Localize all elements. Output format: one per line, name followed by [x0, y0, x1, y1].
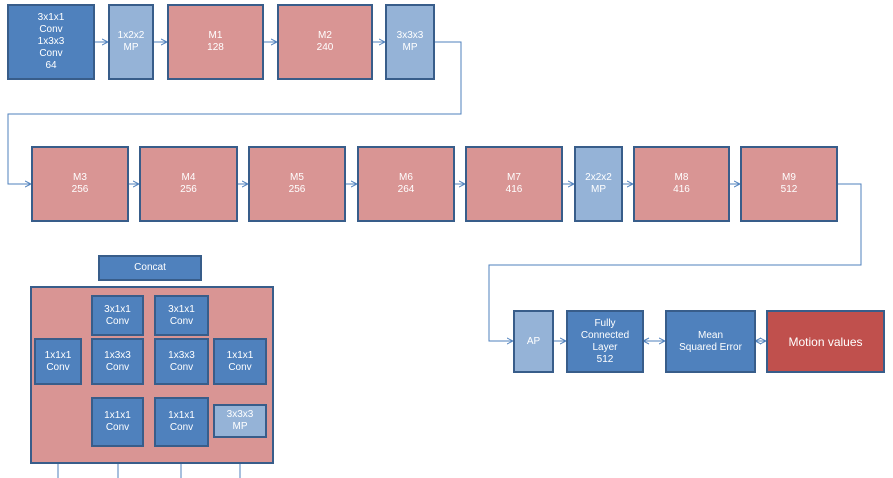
module-m3: M3 256	[31, 146, 129, 222]
concat-box: Concat	[98, 255, 202, 281]
average-pool: AP	[513, 310, 554, 373]
maxpool-2x2x2: 2x2x2 MP	[574, 146, 623, 222]
module-m4: M4 256	[139, 146, 238, 222]
mean-squared-error: Mean Squared Error	[665, 310, 756, 373]
module-m1: M1 128	[167, 4, 264, 80]
branch3-conv-3x1x1: 3x1x1 Conv	[154, 295, 209, 336]
conv-block-64: 3x1x1 Conv 1x3x3 Conv 64	[7, 4, 95, 80]
maxpool-1x2x2: 1x2x2 MP	[108, 4, 154, 80]
branch4-conv-1x1x1: 1x1x1 Conv	[213, 338, 267, 385]
branch3-conv-1x3x3: 1x3x3 Conv	[154, 338, 209, 385]
arrow-m9-ap	[488, 183, 862, 341]
fully-connected-layer: Fully Connected Layer 512	[566, 310, 644, 373]
arrow-mp2-m3	[7, 41, 462, 184]
branch3-conv-1x1x1: 1x1x1 Conv	[154, 397, 209, 447]
module-m9: M9 512	[740, 146, 838, 222]
module-m2: M2 240	[277, 4, 373, 80]
module-m8: M8 416	[633, 146, 730, 222]
branch2-conv-1x3x3: 1x3x3 Conv	[91, 338, 144, 385]
module-m5: M5 256	[248, 146, 346, 222]
branch1-conv-1x1x1: 1x1x1 Conv	[34, 338, 82, 385]
module-m7: M7 416	[465, 146, 563, 222]
maxpool-3x3x3: 3x3x3 MP	[385, 4, 435, 80]
motion-values: Motion values	[766, 310, 885, 373]
branch2-conv-1x1x1: 1x1x1 Conv	[91, 397, 144, 447]
branch2-conv-3x1x1: 3x1x1 Conv	[91, 295, 144, 336]
module-m6: M6 264	[357, 146, 455, 222]
branch4-maxpool-3x3x3: 3x3x3 MP	[213, 404, 267, 438]
